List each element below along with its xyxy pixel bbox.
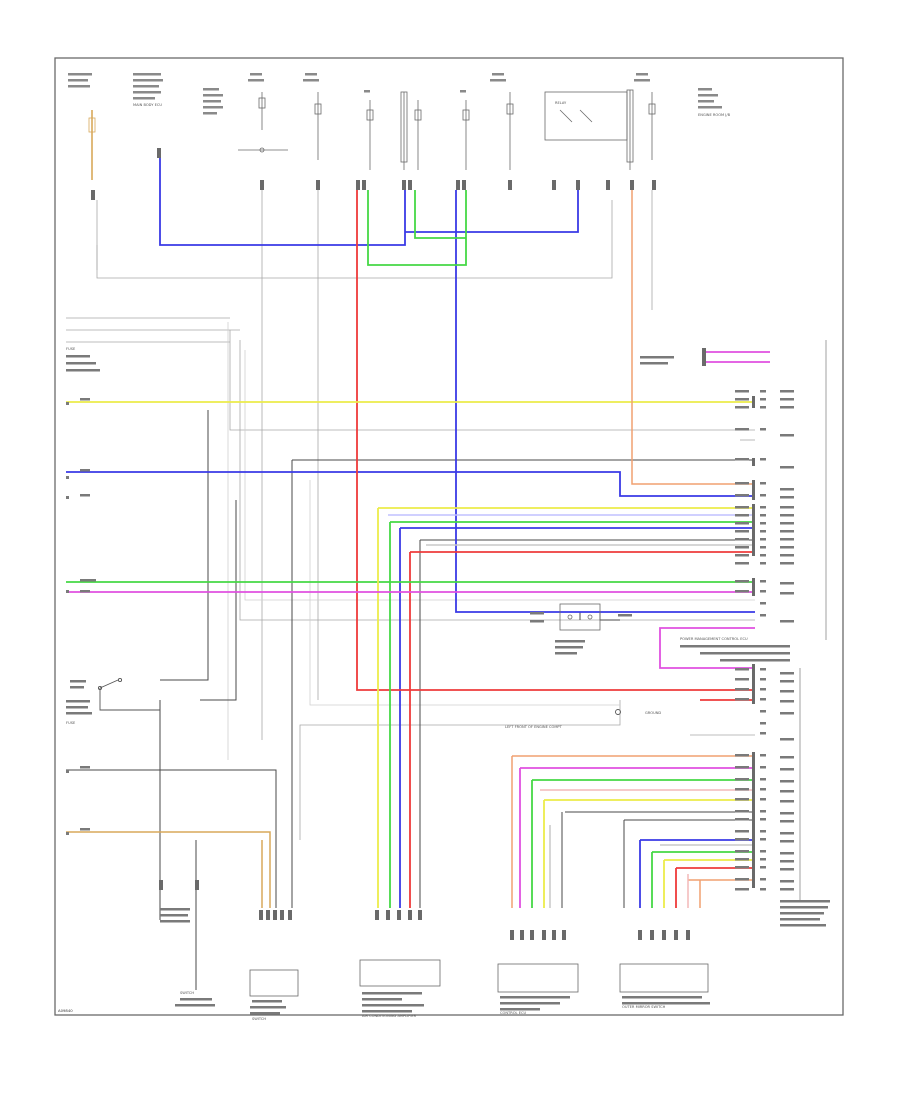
bottom-label-4: CONTROL ECU bbox=[500, 1011, 526, 1015]
middle-relay bbox=[559, 603, 601, 631]
bottom-label-3: AIR CONDITIONING AMPLIFIER bbox=[362, 1014, 417, 1018]
left-fuse-label-b: FUSE bbox=[66, 721, 76, 725]
connector-stubs-top bbox=[91, 148, 656, 200]
top-component-labels bbox=[68, 73, 722, 115]
left-fuse-label-a: FUSE bbox=[66, 347, 76, 351]
left-labels bbox=[66, 355, 100, 835]
frame-code: A09840 bbox=[58, 1008, 73, 1013]
light-grey-wires bbox=[227, 322, 755, 760]
bottom-pins bbox=[159, 880, 690, 940]
bottom-label-1: SWITCH bbox=[180, 991, 194, 995]
red-wires bbox=[356, 190, 755, 908]
right-component-labels bbox=[640, 356, 830, 927]
magenta-wires bbox=[66, 351, 770, 908]
diagram-frame bbox=[54, 57, 844, 1016]
bottom-label-5: OUTER MIRROR SWITCH bbox=[622, 1005, 666, 1009]
block-2-label: RELAY bbox=[555, 101, 567, 105]
block-1-label: MAIN BODY ECU bbox=[133, 103, 162, 107]
ground-label: GROUND bbox=[645, 711, 661, 715]
left-front-label: LEFT FRONT OF ENGINE COMPT bbox=[505, 725, 563, 729]
ground-symbol bbox=[615, 709, 621, 715]
left-switch bbox=[97, 677, 160, 711]
fuse-symbols bbox=[88, 89, 656, 180]
right-connector-pins bbox=[702, 348, 755, 888]
bottom-label-2: SWITCH bbox=[252, 1017, 266, 1021]
right-pin-labels bbox=[735, 390, 794, 891]
engine-block-label: ENGINE ROOM J/B bbox=[698, 113, 731, 117]
yellow-wires bbox=[66, 401, 755, 908]
right-ecu-bracket bbox=[799, 340, 827, 900]
right-ecu-label: POWER MANAGEMENT CONTROL ECU bbox=[680, 637, 748, 641]
green-wires bbox=[66, 190, 755, 908]
bottom-labels bbox=[160, 908, 710, 1015]
middle-relay-labels bbox=[530, 612, 632, 655]
misc-colored-wires bbox=[66, 514, 755, 908]
bottom-connectors bbox=[249, 959, 709, 997]
